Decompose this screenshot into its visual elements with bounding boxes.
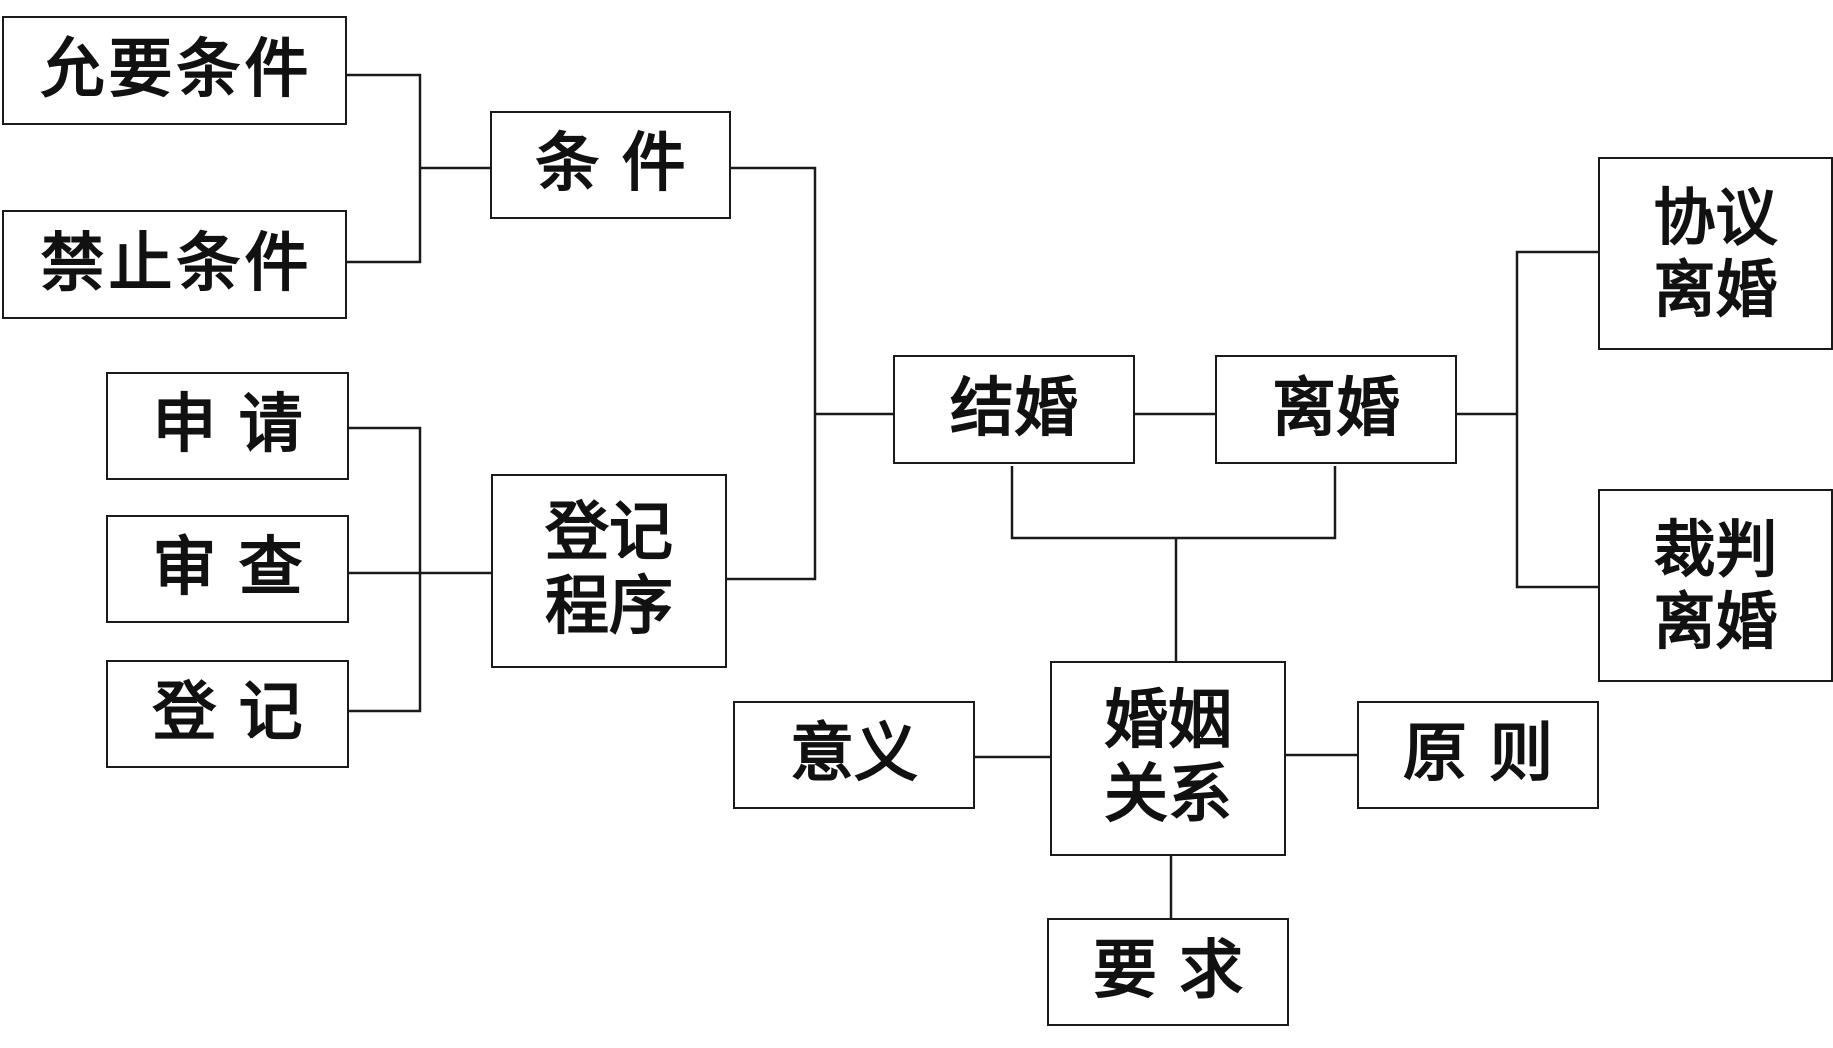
node-caipan-lihun: 裁判 离婚 xyxy=(1598,489,1833,682)
node-jinzhi-tiaojian: 禁止条件 xyxy=(2,210,347,319)
connector-shenqing-dengji-bracket xyxy=(349,426,422,713)
node-xieyi-lihun: 协议 离婚 xyxy=(1598,157,1833,350)
node-shenqing: 申 请 xyxy=(106,372,349,480)
node-hunyin-guanxi: 婚姻 关系 xyxy=(1050,661,1286,856)
node-dengji-chengxu: 登记 程序 xyxy=(491,474,727,668)
node-shencha: 审 查 xyxy=(106,515,349,623)
connector-jiehun-lihun-to-hunyin xyxy=(1010,466,1337,540)
connector-yunyao-to-tiaojian-bracket xyxy=(347,73,422,264)
node-yiyi: 意义 xyxy=(733,701,975,809)
node-yaoqiu: 要 求 xyxy=(1047,918,1289,1026)
node-yunyao-tiaojian: 允要条件 xyxy=(2,16,347,125)
connector-xieyi-caipan-bracket xyxy=(1515,250,1598,589)
connector-tiaojian-chengxu-bracket xyxy=(727,166,817,581)
node-tiaojian: 条 件 xyxy=(490,111,731,219)
node-jiehun: 结婚 xyxy=(893,355,1135,464)
node-yuanze: 原 则 xyxy=(1357,701,1599,809)
node-lihun: 离婚 xyxy=(1215,355,1457,464)
node-dengji: 登 记 xyxy=(106,660,349,768)
